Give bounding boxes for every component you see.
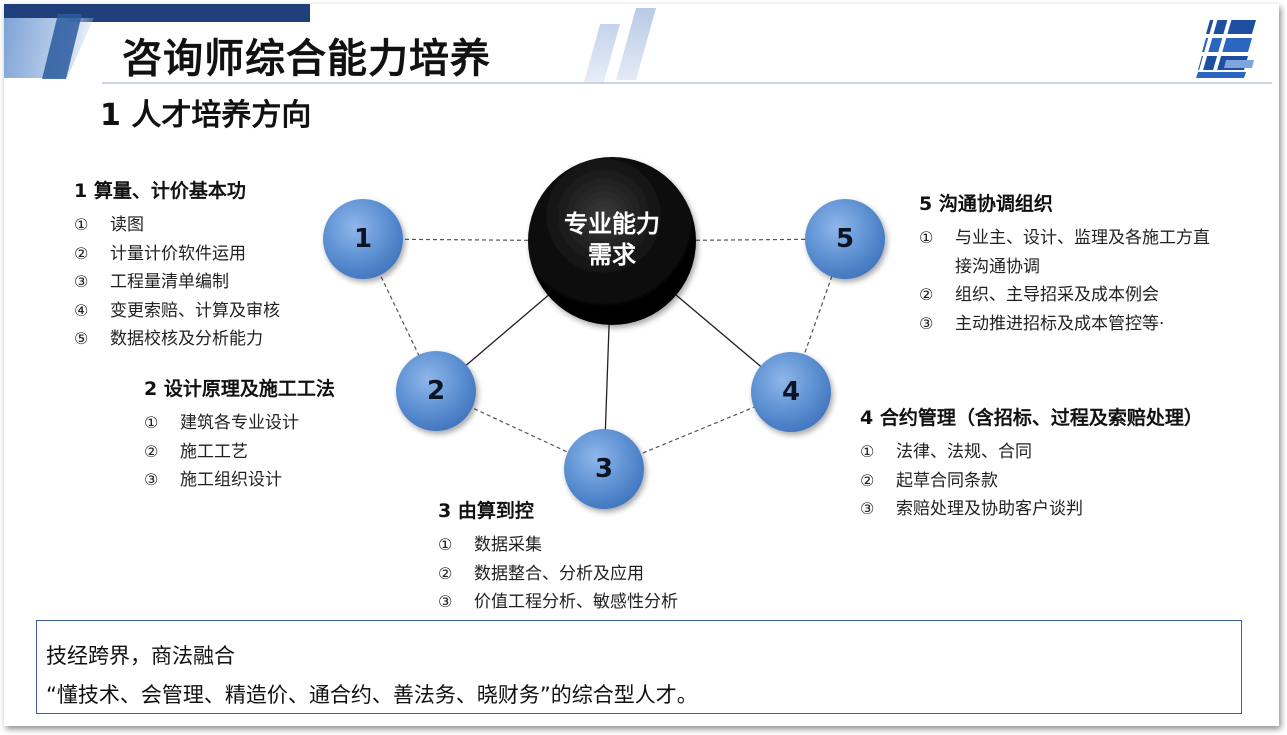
list-text: 施工工艺 bbox=[180, 441, 248, 462]
list-item: ④ 变更索赔、计算及审核 bbox=[74, 297, 280, 326]
list-item: ① 法律、法规、合同 bbox=[860, 438, 1203, 467]
node-label-2: 2 bbox=[426, 376, 446, 406]
list-item: ② 计量计价软件运用 bbox=[74, 240, 280, 269]
connector-3-4 bbox=[603, 391, 792, 470]
node-5 bbox=[805, 199, 885, 279]
connector-1-2 bbox=[362, 238, 437, 392]
list-marker: ① bbox=[74, 215, 89, 234]
group-5-communication: 5 沟通协调组织 ① 与业主、设计、监理及各施工方直接沟通协调 ② 组织、主导招采及… bbox=[919, 189, 1225, 338]
list-marker: ① bbox=[860, 442, 875, 461]
list-marker: ① bbox=[919, 228, 934, 247]
list-item: ① 数据采集 bbox=[438, 531, 678, 560]
list-marker: ② bbox=[860, 470, 875, 490]
group-2-design: 2 设计原理及施工工法 ① 建筑各专业设计 ② 施工工艺 ③ 施工组织设计 bbox=[144, 374, 335, 495]
list-text: 主动推进招标及成本管控等· bbox=[955, 313, 1165, 334]
group-title: 2 设计原理及施工工法 bbox=[144, 378, 335, 400]
list-text: 建筑各专业设计 bbox=[180, 413, 299, 433]
list-item: ② 施工工艺 bbox=[144, 438, 335, 467]
summary-line-1: 技经跨界，商法融合 bbox=[46, 644, 235, 668]
list-marker: ① bbox=[438, 535, 453, 554]
list-marker: ① bbox=[144, 413, 159, 432]
list-text: 法律、法规、合同 bbox=[896, 442, 1032, 462]
list-text: 与业主、设计、监理及各施工方直接沟通协调 bbox=[955, 228, 1210, 277]
group-3-control: 3 由算到控 ① 数据采集 ② 数据整合、分析及应用 ③ 价值工程分析、敏感性分析 bbox=[438, 496, 678, 617]
list-item: ② 组织、主导招采及成本例会 bbox=[919, 281, 1225, 310]
node-2 bbox=[396, 351, 476, 431]
list-item: ① 建筑各专业设计 bbox=[144, 409, 335, 438]
center-label: 专业能力 需求 bbox=[532, 209, 692, 279]
group-title: 3 由算到控 bbox=[438, 500, 534, 522]
group-4-contract: 4 合约管理（含招标、过程及索赔处理） ① 法律、法规、合同 ② 起草合同条款 ③ 索… bbox=[860, 403, 1203, 524]
list-marker: ② bbox=[74, 243, 89, 263]
list-marker: ③ bbox=[144, 470, 159, 489]
list-marker: ③ bbox=[860, 499, 875, 518]
page-title: 咨询师综合能力培养 bbox=[122, 36, 491, 82]
list-text: 计量计价软件运用 bbox=[110, 243, 246, 264]
connector-4-5 bbox=[790, 238, 846, 393]
group-title: 1 算量、计价基本功 bbox=[74, 180, 246, 202]
list-text: 工程量清单编制 bbox=[110, 272, 229, 292]
list-marker: ② bbox=[438, 563, 453, 583]
node-label-4: 4 bbox=[781, 377, 801, 407]
list-text: 起草合同条款 bbox=[896, 470, 998, 491]
list-text: 价值工程分析、敏感性分析 bbox=[474, 592, 678, 612]
summary-box: 技经跨界，商法融合 “懂技术、会管理、精造价、通合约、善法务、晓财务”的综合型人… bbox=[36, 620, 1242, 714]
group-title: 5 沟通协调组织 bbox=[919, 193, 1053, 215]
list-text: 数据采集 bbox=[474, 535, 542, 555]
node-label-1: 1 bbox=[353, 224, 373, 254]
group-1-basics: 1 算量、计价基本功 ① 读图 ② 计量计价软件运用 ③ 工程量清单编制 ④ 变更索赔、… bbox=[74, 176, 280, 354]
list-text: 读图 bbox=[110, 215, 144, 235]
list-item: ③ 工程量清单编制 bbox=[74, 268, 280, 297]
list-text: 变更索赔、计算及审核 bbox=[110, 300, 280, 321]
section-heading: 1 人才培养方向 bbox=[100, 98, 312, 133]
list-item: ① 读图 bbox=[74, 211, 280, 240]
list-marker: ③ bbox=[438, 592, 453, 611]
list-item: ③ 主动推进招标及成本管控等· bbox=[919, 310, 1225, 339]
list-item: ③ 价值工程分析、敏感性分析 bbox=[438, 588, 678, 617]
header-decoration-ghost bbox=[584, 24, 620, 82]
header-decoration-ghost bbox=[616, 8, 656, 80]
list-text: 组织、主导招采及成本例会 bbox=[955, 285, 1159, 305]
list-item: ① 与业主、设计、监理及各施工方直接沟通协调 bbox=[919, 224, 1225, 281]
list-marker: ⑤ bbox=[74, 329, 89, 348]
connector-2-3 bbox=[435, 390, 605, 470]
list-marker: ② bbox=[919, 285, 934, 304]
node-1 bbox=[323, 199, 403, 279]
list-marker: ③ bbox=[74, 272, 89, 291]
group-title: 4 合约管理（含招标、过程及索赔处理） bbox=[860, 407, 1203, 429]
list-item: ③ 施工组织设计 bbox=[144, 466, 335, 495]
center-label-line2: 需求 bbox=[588, 241, 636, 269]
list-text: 索赔处理及协助客户谈判 bbox=[896, 499, 1083, 519]
list-text: 数据整合、分析及应用 bbox=[474, 563, 644, 584]
list-text: 数据校核及分析能力 bbox=[110, 329, 263, 349]
list-marker: ③ bbox=[919, 313, 934, 333]
node-label-5: 5 bbox=[835, 224, 855, 254]
list-marker: ② bbox=[144, 441, 159, 461]
summary-line-2: “懂技术、会管理、精造价、通合约、善法务、晓财务”的综合型人才。 bbox=[46, 683, 698, 707]
list-item: ⑤ 数据校核及分析能力 bbox=[74, 325, 280, 354]
list-text: 施工组织设计 bbox=[180, 470, 282, 490]
list-marker: ④ bbox=[74, 300, 89, 320]
company-logo-icon bbox=[1196, 20, 1256, 78]
node-4 bbox=[751, 352, 831, 432]
list-item: ② 起草合同条款 bbox=[860, 467, 1203, 496]
list-item: ③ 索赔处理及协助客户谈判 bbox=[860, 495, 1203, 524]
list-item: ② 数据整合、分析及应用 bbox=[438, 560, 678, 589]
center-label-line1: 专业能力 bbox=[564, 210, 660, 238]
header-divider bbox=[102, 82, 1272, 84]
